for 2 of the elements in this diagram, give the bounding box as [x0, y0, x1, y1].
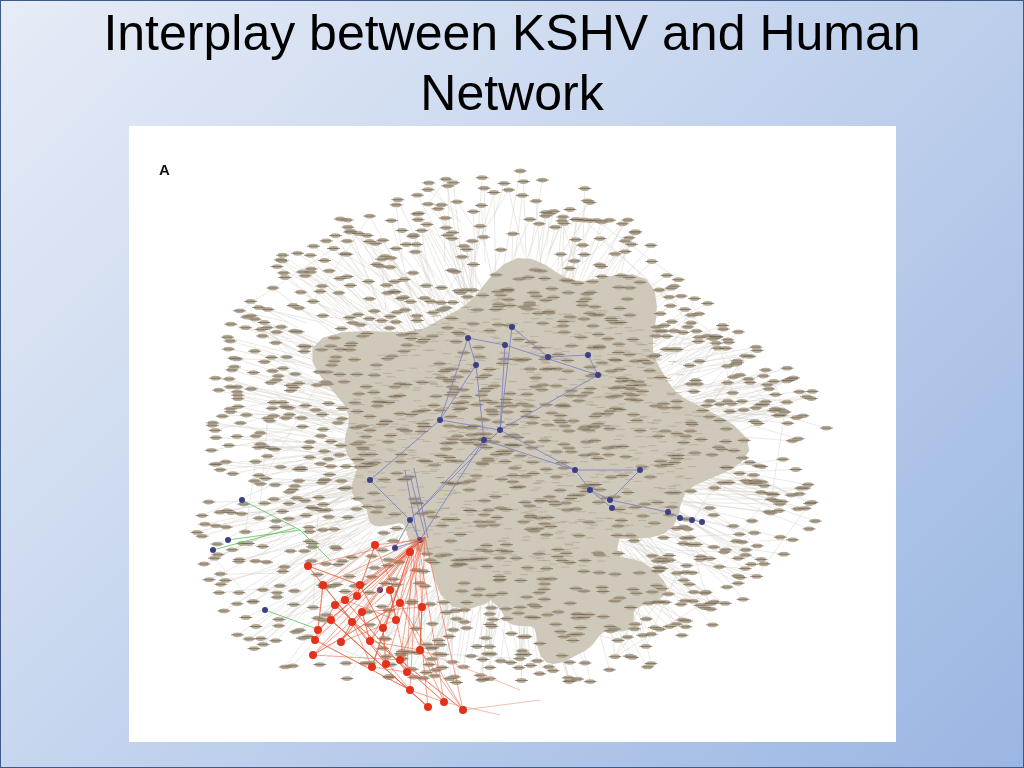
panel-letter: A — [159, 162, 170, 178]
slide-title: Interplay between KSHV and Human Network — [102, 4, 922, 123]
